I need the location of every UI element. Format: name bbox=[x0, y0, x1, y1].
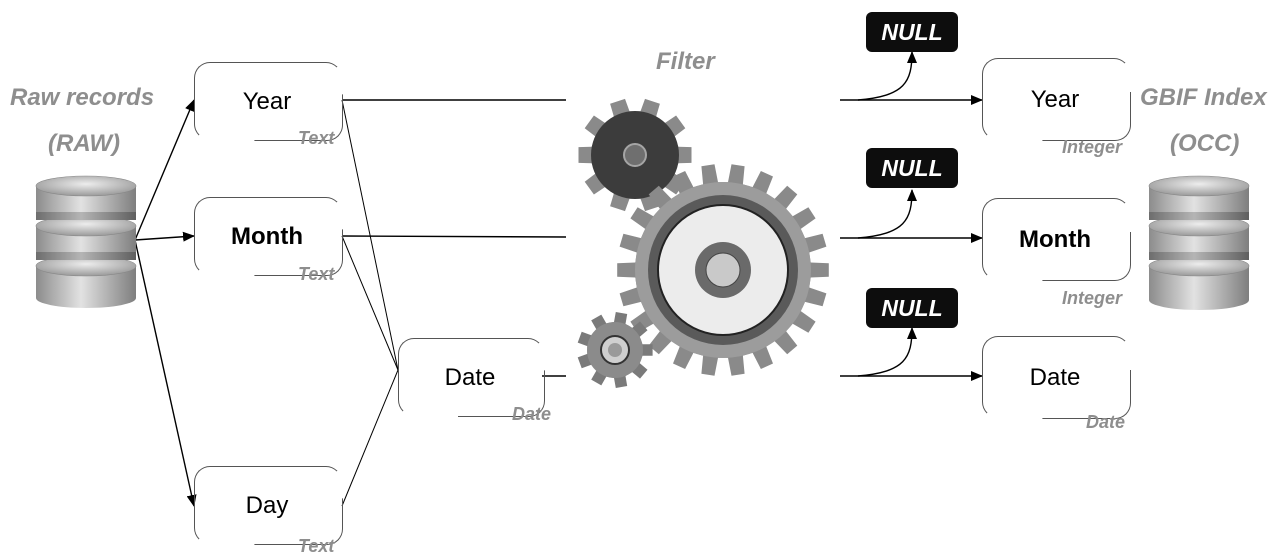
arrow-raw-to-day bbox=[134, 239, 197, 507]
field-box-source-year bbox=[194, 62, 342, 140]
line-year-to-date bbox=[341, 99, 399, 371]
line-day-to-date bbox=[341, 369, 399, 507]
field-name-source-date: Date bbox=[444, 364, 496, 391]
field-type-source-day: Text bbox=[298, 536, 335, 556]
arrow-to-null-month bbox=[857, 189, 917, 239]
gear-icon-large bbox=[617, 164, 829, 376]
field-name-source-year: Year bbox=[242, 88, 292, 115]
field-box-target-month bbox=[982, 198, 1130, 280]
arrow-raw-to-month bbox=[134, 231, 195, 242]
arrow-raw-to-year bbox=[134, 99, 195, 241]
field-type-target-month: Integer bbox=[1062, 288, 1123, 308]
arrow-to-null-year bbox=[857, 51, 917, 101]
database-icon-raw bbox=[35, 175, 137, 308]
field-name-target-date: Date bbox=[1029, 364, 1081, 391]
field-type-target-year: Integer bbox=[1062, 137, 1123, 157]
field-type-source-year: Text bbox=[298, 128, 335, 148]
field-type-source-date: Date bbox=[512, 404, 552, 424]
field-box-source-month bbox=[194, 197, 342, 275]
arrow-to-null-date bbox=[857, 327, 917, 377]
null-badge-month: NULL bbox=[866, 148, 958, 188]
gear-icon-small-top bbox=[578, 98, 692, 212]
field-box-source-day bbox=[194, 466, 342, 544]
null-badge-year: NULL bbox=[866, 12, 958, 52]
field-box-source-date bbox=[398, 338, 544, 416]
raw-subtitle: (RAW) bbox=[48, 130, 120, 157]
line-month-to-filter bbox=[341, 235, 567, 238]
raw-title: Raw records bbox=[10, 84, 155, 111]
field-name-source-day: Day bbox=[245, 492, 289, 519]
occ-subtitle: (OCC) bbox=[1170, 130, 1240, 157]
database-icon-occ bbox=[1148, 175, 1250, 310]
field-box-target-year bbox=[982, 58, 1130, 140]
field-name-source-month: Month bbox=[231, 223, 303, 250]
gear-icon-tiny bbox=[577, 312, 653, 388]
line-month-to-date bbox=[341, 235, 399, 371]
field-type-target-date: Date bbox=[1086, 412, 1126, 432]
field-box-target-date bbox=[982, 336, 1130, 418]
field-type-source-month: Text bbox=[298, 264, 335, 284]
occ-title: GBIF Index bbox=[1140, 84, 1267, 111]
field-name-target-month: Month bbox=[1019, 226, 1091, 253]
null-badge-date: NULL bbox=[866, 288, 958, 328]
filter-label: Filter bbox=[656, 48, 715, 75]
field-name-target-year: Year bbox=[1030, 86, 1080, 113]
